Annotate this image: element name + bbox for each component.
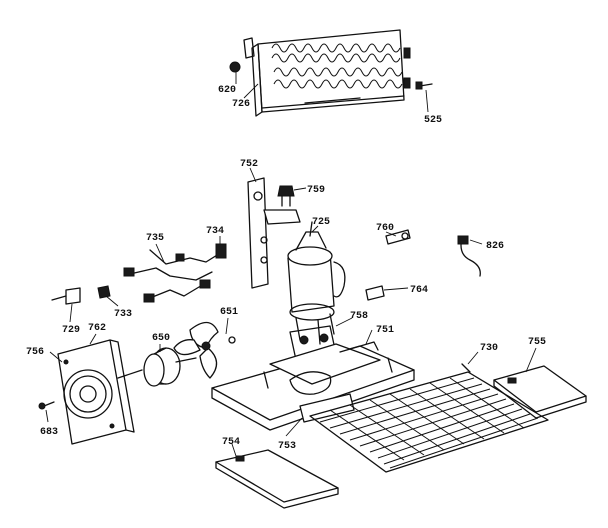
wire-harness-735 — [123, 249, 223, 303]
part-733 — [97, 285, 111, 299]
label-525: 525 — [424, 115, 442, 126]
label-735: 735 — [146, 233, 164, 244]
label-754: 754 — [222, 437, 240, 448]
label-725: 725 — [312, 217, 330, 228]
label-759: 759 — [307, 185, 325, 196]
bracket-752 — [247, 177, 301, 289]
label-729: 729 — [62, 325, 80, 336]
label-651: 651 — [220, 307, 238, 318]
label-764: 764 — [410, 285, 428, 296]
leader-lines — [45, 72, 537, 457]
label-730: 730 — [480, 343, 498, 354]
callout-labels: 620 726 525 752 759 725 734 735 760 826 … — [26, 85, 546, 452]
compressor-725 — [287, 221, 346, 345]
screw-620 — [229, 61, 241, 73]
base-pan-751 — [211, 341, 415, 431]
grommet-759 — [277, 185, 295, 207]
fan-shroud-762 — [57, 339, 135, 445]
condenser-grid-730 — [309, 363, 549, 473]
label-733: 733 — [114, 309, 132, 320]
screw-525 — [415, 81, 433, 90]
condenser-coil — [243, 29, 411, 117]
part-826 — [457, 235, 481, 277]
panel-754 — [215, 449, 339, 509]
label-734: 734 — [206, 226, 224, 237]
connector-734 — [215, 243, 227, 259]
label-762: 762 — [88, 323, 106, 334]
label-760: 760 — [376, 223, 394, 234]
fan-blade-651 — [173, 321, 236, 379]
label-753: 753 — [278, 441, 296, 452]
label-751: 751 — [376, 325, 394, 336]
panel-755 — [493, 365, 587, 419]
part-729 — [51, 287, 81, 305]
label-620: 620 — [218, 85, 236, 96]
part-764 — [365, 285, 385, 301]
label-650: 650 — [152, 333, 170, 344]
label-758: 758 — [350, 311, 368, 322]
fan-motor-650 — [117, 347, 197, 387]
part-760 — [385, 229, 411, 245]
label-826: 826 — [486, 241, 504, 252]
label-726: 726 — [232, 99, 250, 110]
label-756: 756 — [26, 347, 44, 358]
label-683: 683 — [40, 427, 58, 438]
screw-683 — [38, 401, 55, 410]
label-752: 752 — [240, 159, 258, 170]
label-755: 755 — [528, 337, 546, 348]
